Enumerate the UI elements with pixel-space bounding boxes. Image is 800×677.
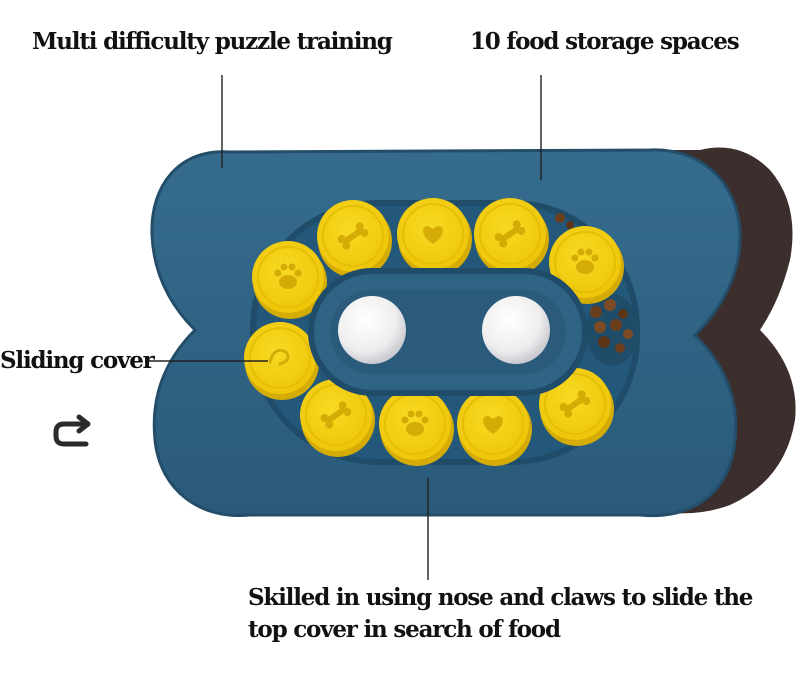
paw-icon <box>571 248 599 274</box>
lid-4 <box>474 198 549 276</box>
callout-nose-claws-line2: top cover in search of food <box>248 616 561 643</box>
lid-5 <box>549 226 624 304</box>
callout-nose-claws-line1: Skilled in using nose and claws to slide… <box>248 584 753 611</box>
bone-icon <box>559 390 591 418</box>
lid-3 <box>397 198 472 276</box>
ball-left <box>338 296 406 364</box>
lid-7 <box>300 379 375 457</box>
lid-9 <box>457 388 532 466</box>
callout-sliding-cover: Sliding cover <box>0 347 155 374</box>
paw-icon <box>401 410 429 436</box>
bone-icon <box>337 222 369 250</box>
white-balls <box>338 296 550 364</box>
callout-puzzle-training: Multi difficulty puzzle training <box>32 28 393 55</box>
callout-food-storage: 10 food storage spaces <box>470 28 740 55</box>
heart-icon <box>423 226 443 244</box>
paw-icon <box>274 263 302 289</box>
sliding-lids <box>244 198 624 466</box>
ball-right <box>482 296 550 364</box>
lid-8 <box>379 388 454 466</box>
swirl-icon <box>268 348 290 366</box>
heart-icon <box>483 416 503 434</box>
lid-2 <box>317 200 392 278</box>
rotate-arrow-icon <box>53 414 91 447</box>
bone-icon <box>494 220 526 248</box>
bone-icon <box>320 401 352 429</box>
callout-nose-claws: Skilled in using nose and claws to slide… <box>248 582 753 646</box>
callout-lines <box>145 75 542 580</box>
lid-6 <box>244 322 319 400</box>
kibble-food <box>555 213 638 366</box>
lid-1 <box>252 241 327 319</box>
